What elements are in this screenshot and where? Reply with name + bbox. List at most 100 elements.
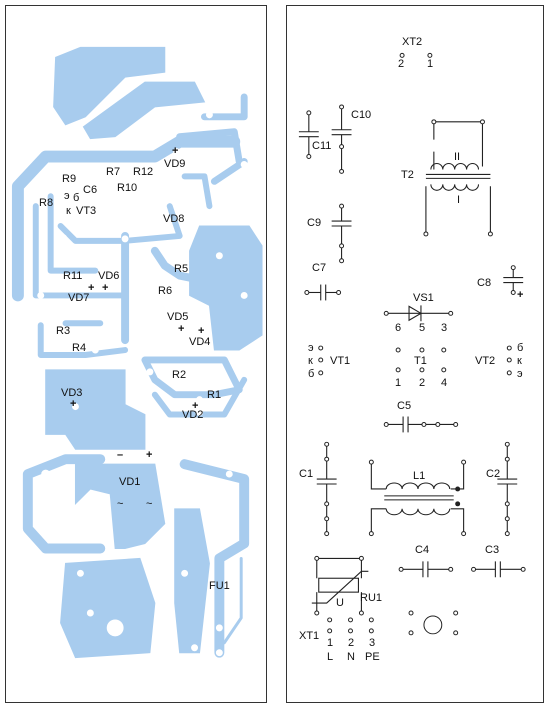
label-t1-pin2: 2	[419, 377, 426, 389]
ru1-symbol	[311, 555, 369, 616]
label-plus5: +	[198, 325, 205, 337]
label-c11: C11	[312, 140, 332, 152]
label-c7: C7	[312, 262, 327, 274]
label-r7: R7	[106, 166, 121, 178]
label-vd6: VD6	[98, 270, 120, 282]
label-b: б	[73, 192, 80, 204]
c7-symbol	[304, 284, 342, 301]
pad-holes	[24, 111, 248, 657]
label-plus4: +	[178, 323, 185, 335]
label-c6: C6	[83, 184, 98, 196]
c5-symbol	[383, 416, 459, 433]
t1-pins	[395, 347, 447, 373]
pcb-component-artwork	[298, 52, 526, 636]
c10-symbol	[331, 104, 352, 174]
label-t2: T2	[401, 169, 414, 181]
label-e: э	[64, 190, 70, 202]
label-plus2: +	[88, 282, 95, 294]
label-c9: C9	[307, 217, 322, 229]
label-t1-pin4: 4	[441, 377, 448, 389]
vs1-symbol	[383, 305, 454, 322]
label-r3: R3	[56, 325, 71, 337]
label-r8: R8	[39, 197, 54, 209]
label-vd5: VD5	[167, 311, 189, 323]
label-ac2: ~	[146, 498, 153, 510]
label-t1-pin5: 5	[419, 322, 426, 334]
label-ru1: RU1	[360, 592, 383, 604]
label-plus3: +	[102, 282, 109, 294]
label-vt3: VT3	[76, 205, 97, 217]
copper-area-vd1	[74, 463, 166, 549]
trace-left-frame	[11, 135, 241, 302]
xt2-pins	[399, 52, 433, 58]
label-vs1: VS1	[413, 292, 434, 304]
label-vt1-k: к	[308, 355, 313, 367]
c4-symbol	[398, 561, 454, 578]
label-vd9: VD9	[164, 158, 186, 170]
copper-area-top	[53, 46, 166, 126]
label-vd1: VD1	[119, 476, 141, 488]
trace-fu1	[222, 556, 243, 645]
label-vt1-e: э	[308, 342, 314, 354]
label-plus6: +	[70, 398, 77, 410]
label-vt2: VT2	[475, 355, 496, 367]
label-xt1: XT1	[299, 630, 320, 642]
c8-symbol	[503, 265, 524, 295]
label-vt2-k: к	[517, 355, 522, 367]
label-plus1: +	[172, 145, 179, 157]
label-n: N	[347, 651, 355, 663]
c2-symbol	[497, 441, 518, 537]
label-r12: R12	[133, 166, 154, 178]
label-r1: R1	[207, 389, 222, 401]
label-r11: R11	[63, 270, 83, 282]
label-vd8: VD8	[163, 213, 185, 225]
vt2-pins	[506, 345, 512, 376]
label-fu1: FU1	[209, 580, 230, 592]
label-t1-pin6: 6	[395, 322, 402, 334]
label-t1-pin1: 1	[395, 377, 402, 389]
copper-area-middle-right	[189, 225, 263, 351]
label-plus-bridge: +	[146, 449, 153, 461]
label-c4: C4	[415, 544, 430, 556]
t2-symbol	[423, 119, 493, 237]
trace-vertical-mid	[121, 231, 209, 345]
vt1-pins	[318, 345, 324, 376]
trace-top-right	[176, 93, 248, 185]
c9-symbol	[331, 203, 352, 264]
trace-r3-r4	[37, 320, 129, 358]
label-ac1: ~	[117, 498, 124, 510]
pcb-copper-side-panel: VD9 R7 R12 R10 R9 C6 э б R8 к VT3 + VD8 …	[5, 5, 267, 703]
label-r9: R9	[62, 173, 77, 185]
label-xt2-pin2: 2	[398, 58, 405, 70]
label-xt1-pin3: 3	[369, 637, 376, 649]
label-r6: R6	[158, 285, 173, 297]
label-r5: R5	[174, 263, 189, 275]
trace-bottom-right	[179, 459, 250, 658]
pcb-component-side-panel: XT2 2 1 C10 C11 II T2 I C9 C7 C8 + VS1 6…	[286, 5, 544, 703]
label-c5: C5	[397, 400, 412, 412]
label-vd7: VD7	[68, 292, 90, 304]
label-vt2-e: э	[517, 368, 523, 380]
pcb-copper-artwork	[11, 46, 263, 659]
label-r4: R4	[72, 342, 87, 354]
label-c8: C8	[477, 277, 492, 289]
label-t1: T1	[414, 355, 427, 367]
copper-area-vd3	[45, 369, 146, 450]
label-winding1: I	[457, 194, 461, 206]
label-c1: C1	[299, 468, 314, 480]
label-vt2-b: б	[517, 342, 524, 354]
label-xt1-pin1: 1	[327, 637, 334, 649]
trace-left-inner	[32, 193, 129, 299]
c11-symbol	[298, 110, 319, 160]
copper-area-top-2	[82, 81, 206, 140]
xt1-pins	[327, 617, 374, 634]
label-vd4: VD4	[189, 336, 211, 348]
label-vd2: VD2	[182, 409, 204, 421]
label-plus7: +	[192, 400, 199, 412]
label-vt1: VT1	[330, 355, 351, 367]
mounting-hole	[408, 610, 459, 636]
trace-r1-r2	[141, 356, 243, 399]
copper-area-fu1	[174, 508, 210, 654]
label-k: к	[66, 205, 71, 217]
label-pe: PE	[365, 651, 380, 663]
